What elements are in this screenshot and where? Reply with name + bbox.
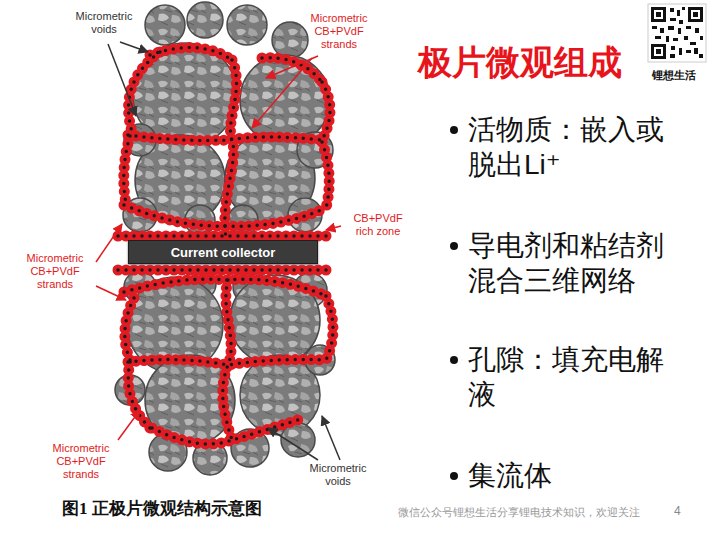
bullet-dot	[450, 126, 458, 134]
bullet-dot	[450, 356, 458, 364]
slide-title: 极片微观组成	[418, 40, 622, 86]
bullet-text: 孔隙：填充电解液	[468, 342, 673, 412]
figure-caption: 图1 正极片微观结构示意图	[62, 497, 262, 520]
footer-note: 微信公众号锂想生活分享锂电技术知识，欢迎关注	[398, 505, 640, 520]
callout-label: Micrometric voids	[300, 462, 376, 488]
watermark: 锂想生活	[652, 68, 696, 83]
callout-label: Micrometric voids	[300, 462, 376, 488]
callout-label: Micrometric CB+PVdF strands	[42, 442, 120, 481]
leader-arrows	[96, 42, 341, 460]
bullet-text: 集流体	[468, 458, 673, 493]
particles	[115, 2, 335, 475]
watermark: 锂想生活	[652, 68, 696, 83]
cb-pvdf-strands	[118, 48, 333, 444]
bullet-dot	[450, 242, 458, 250]
bullet-text: 活物质：嵌入或脱出Li⁺	[468, 112, 673, 182]
bullet-text: 活物质：嵌入或脱出Li⁺	[468, 112, 673, 182]
collector-label: Current collector	[171, 245, 276, 260]
callout-label: Micrometric CB+PVdF strands	[42, 442, 120, 481]
callout-label: Micrometric voids	[68, 10, 140, 36]
qr-code	[648, 4, 706, 62]
callout-label: Micrometric CB+PVdF strands	[16, 252, 94, 291]
callout-label: CB+PVdF rich zone	[345, 212, 411, 238]
page-number: 4	[674, 504, 681, 518]
slide-title: 极片微观组成	[418, 40, 622, 86]
bullet-dot	[450, 472, 458, 480]
callout-label: Micrometric CB+PVdF strands	[300, 12, 378, 51]
callout-label: Micrometric voids	[68, 10, 140, 36]
page-number: 4	[674, 504, 681, 518]
figure-caption: 图1 正极片微观结构示意图	[62, 497, 262, 520]
bullet-text: 孔隙：填充电解液	[468, 342, 673, 412]
bullet-text: 导电剂和粘结剂混合三维网络	[468, 228, 673, 298]
callout-label: Micrometric CB+PVdF strands	[16, 252, 94, 291]
footer-note: 微信公众号锂想生活分享锂电技术知识，欢迎关注	[398, 505, 640, 520]
bullet-text: 导电剂和粘结剂混合三维网络	[468, 228, 673, 298]
strand-dots	[118, 48, 333, 444]
bullet-text: 集流体	[468, 458, 673, 493]
callout-label: CB+PVdF rich zone	[345, 212, 411, 238]
callout-label: Micrometric CB+PVdF strands	[300, 12, 378, 51]
current-collector: Current collector	[128, 240, 318, 264]
